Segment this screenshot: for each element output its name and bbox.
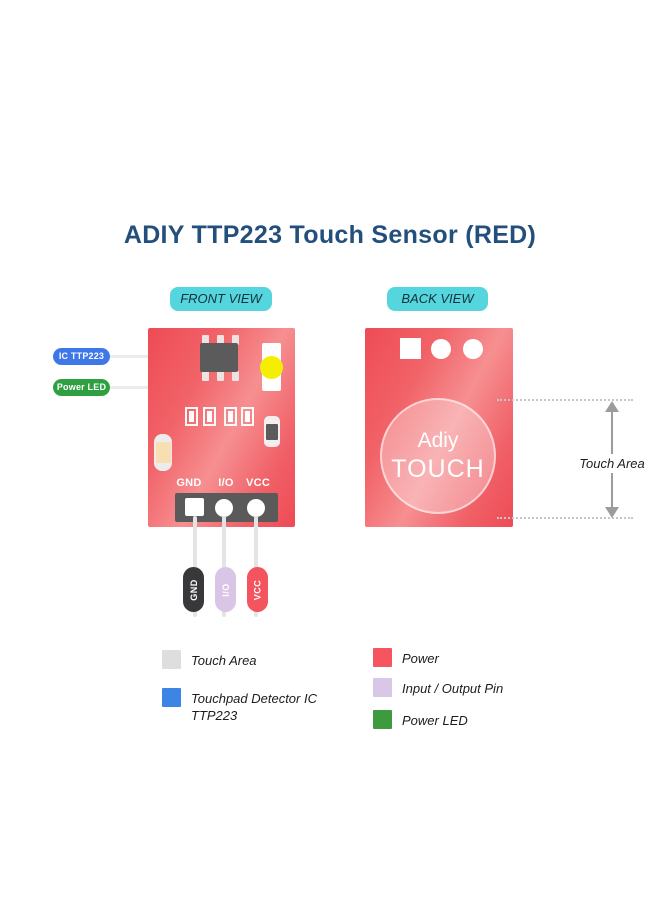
legend-item-power: Power [373,648,439,667]
callout-ic-label: IC TTP223 [53,348,110,365]
io-lead-line [222,516,226,617]
back-circle-pad [463,339,483,359]
legend-label-power: Power [402,651,439,666]
gnd-lead-line [193,516,197,617]
pin-tag-vcc-label: VCC [252,579,263,600]
brand-text: Adiy [417,429,459,452]
back-square-pad [400,338,421,359]
legend-item-power-led: Power LED [373,710,468,729]
ic-pin [217,335,224,345]
electrolytic-capacitor [154,434,172,471]
legend-label-power-led: Power LED [402,713,468,728]
power-led-circle [260,356,283,379]
callout-led-label: Power LED [53,379,110,396]
touch-text: TOUCH [391,455,485,483]
front-board: GND I/O VCC [148,328,295,527]
touch-circle: Adiy TOUCH [380,398,496,514]
legend-swatch-io [373,678,392,697]
arrow-up-icon [605,401,619,412]
io-pad [215,499,233,517]
legend-label-touch-area: Touch Area [191,653,257,668]
legend-label-ic-line1: Touchpad Detector IC [191,691,317,706]
legend-swatch-power-led [373,710,392,729]
legend-item-touch-area: Touch Area [162,650,257,669]
back-board: Adiy TOUCH [365,328,513,527]
legend-swatch-ic [162,688,181,707]
dotted-line-bottom [497,517,633,519]
legend-label-io: Input / Output Pin [402,681,504,696]
touch-area-label: Touch Area [573,454,651,473]
pin-name-io: I/O [218,477,234,489]
ic-pin [232,371,239,381]
front-view-badge: FRONT VIEW [170,287,272,311]
pin-tag-io: I/O [215,567,236,612]
back-view-badge: BACK VIEW [387,287,488,311]
smd-capacitor [203,407,216,426]
ic-chip [200,343,238,372]
smd-resistor [264,416,280,447]
pin-tag-gnd-label: GND [188,578,199,601]
arrow-down-icon [605,507,619,518]
smd-capacitor [185,407,198,426]
legend-item-io: Input / Output Pin [373,678,503,697]
smd-capacitor [241,407,254,426]
gnd-pad [185,498,204,516]
pin-name-gnd: GND [176,477,202,489]
pin-tag-gnd: GND [183,567,204,612]
legend-label-ic: Touchpad Detector IC TTP223 [191,688,317,724]
legend-label-ic-line2: TTP223 [191,708,238,723]
smd-capacitor [224,407,237,426]
pin-name-vcc: VCC [245,477,271,489]
back-circle-pad [431,339,451,359]
pin-tag-io-label: I/O [220,582,231,597]
vcc-lead-line [254,516,258,617]
dotted-line-top [497,399,633,401]
vcc-pad [247,499,265,517]
legend-swatch-power [373,648,392,667]
page-title: ADIY TTP223 Touch Sensor (RED) [123,221,537,249]
pin-tag-vcc: VCC [247,567,268,612]
ic-pin [232,335,239,345]
ic-pin [202,371,209,381]
ic-pin [217,371,224,381]
legend-item-ic: Touchpad Detector IC TTP223 [162,688,317,724]
legend-swatch-touch-area [162,650,181,669]
ic-pin [202,335,209,345]
